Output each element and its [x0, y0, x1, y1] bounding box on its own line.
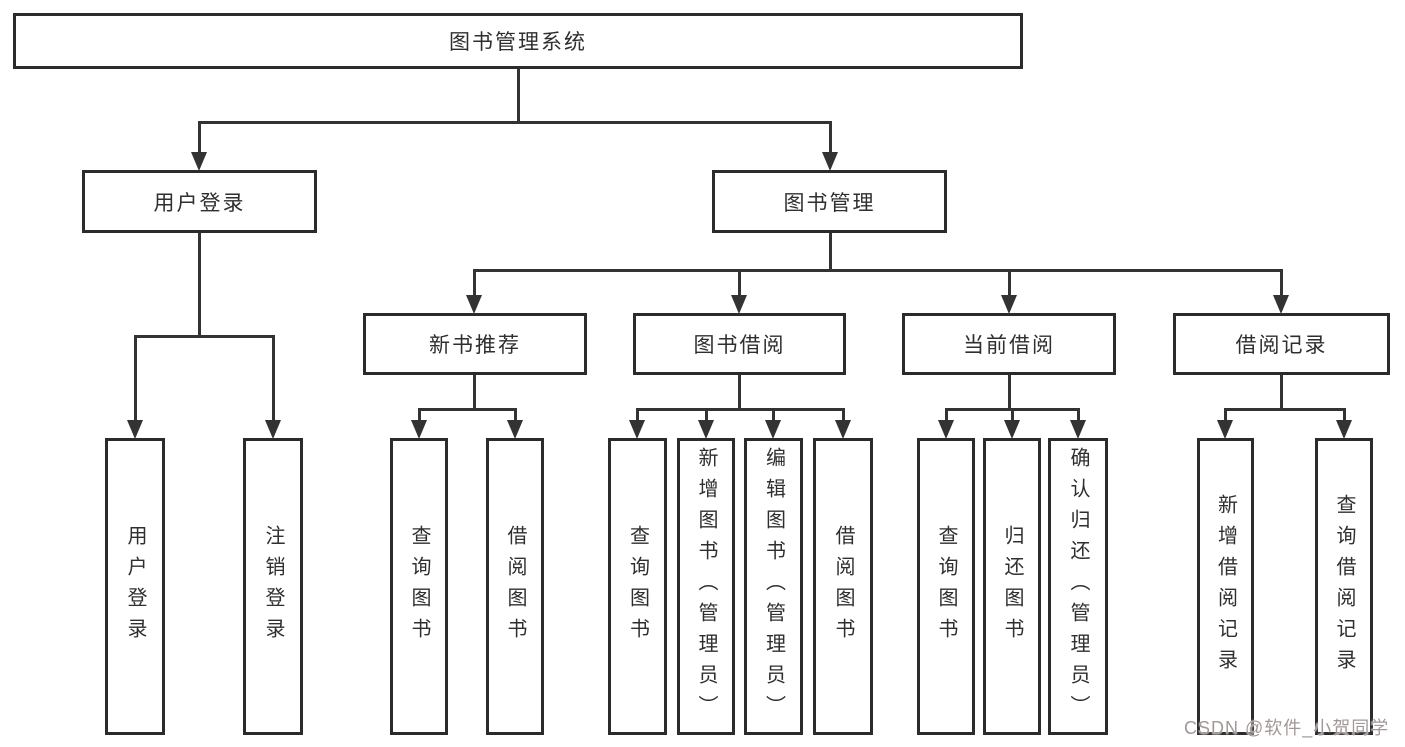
connector-current-stem: [1008, 375, 1011, 411]
leaf-query-book-borrow: 查询图书: [608, 438, 667, 735]
arrow-down-icon: [127, 420, 143, 439]
connector-borrow-drop-2: [705, 408, 708, 422]
connector-borrow-drop-1: [636, 408, 639, 422]
arrow-down-icon: [265, 420, 281, 439]
leaf-query-book-borrow-label: 查询图书: [626, 524, 649, 649]
connector-borrow-stem: [738, 375, 741, 411]
leaf-borrow-book: 借阅图书: [813, 438, 873, 735]
leaf-logout: 注销登录: [243, 438, 303, 735]
arrow-down-icon: [698, 420, 714, 439]
leaf-add-borrow-record-label: 新增借阅记录: [1214, 493, 1237, 680]
leaf-confirm-return-admin: 确认归还（管理员）: [1048, 438, 1108, 735]
arrow-down-icon: [1070, 420, 1086, 439]
arrow-down-icon: [466, 295, 482, 314]
connector-record-bar: [1224, 408, 1346, 411]
arrow-down-icon: [1273, 295, 1289, 314]
arrow-down-icon: [1001, 295, 1017, 314]
arrow-down-icon: [507, 420, 523, 439]
connector-record-drop-1: [1224, 408, 1227, 422]
leaf-edit-book-admin-label: 编辑图书（管理员）: [762, 447, 785, 726]
arrow-down-icon: [629, 420, 645, 439]
arrow-down-icon: [835, 420, 851, 439]
leaf-query-book-recommend: 查询图书: [390, 438, 448, 735]
node-book-borrow-label: 图书借阅: [693, 334, 786, 357]
connector-current-drop-2: [1011, 408, 1014, 422]
connector-bookmgmt-stem: [829, 233, 832, 271]
connector-bookmgmt-bar: [473, 269, 1282, 272]
leaf-borrow-book-label: 借阅图书: [832, 524, 854, 649]
connector-root-drop-right: [829, 121, 832, 153]
connector-current-drop-1: [945, 408, 948, 422]
connector-newbook-drop-1: [418, 408, 421, 422]
leaf-query-book-current: 查询图书: [917, 438, 975, 735]
connector-bookmgmt-drop-1: [473, 269, 476, 296]
connector-bookmgmt-drop-3: [1008, 269, 1011, 296]
csdn-watermark: CSDN @软件_小贺同学: [1184, 718, 1390, 738]
connector-userlogin-stem: [198, 233, 201, 337]
arrow-down-icon: [822, 152, 838, 171]
connector-newbook-drop-2: [514, 408, 517, 422]
connector-newbook-stem: [473, 375, 476, 411]
node-current-borrow: 当前借阅: [902, 313, 1116, 375]
leaf-query-book-current-label: 查询图书: [935, 524, 957, 649]
node-user-login: 用户登录: [82, 170, 317, 233]
leaf-query-book-recommend-label: 查询图书: [408, 524, 430, 649]
connector-record-drop-2: [1343, 408, 1346, 422]
connector-bookmgmt-drop-2: [738, 269, 741, 296]
leaf-user-login: 用户登录: [105, 438, 165, 735]
connector-userlogin-drop-2: [272, 335, 275, 421]
connector-userlogin-bar: [134, 335, 275, 338]
arrow-down-icon: [411, 420, 427, 439]
leaf-return-book-label: 归还图书: [1001, 524, 1023, 649]
leaf-add-borrow-record: 新增借阅记录: [1197, 438, 1254, 735]
leaf-borrow-book-recommend-label: 借阅图书: [504, 524, 526, 649]
node-borrow-record-label: 借阅记录: [1235, 334, 1328, 357]
leaf-return-book: 归还图书: [983, 438, 1041, 735]
node-new-book-recommend: 新书推荐: [363, 313, 587, 375]
node-book-management-label: 图书管理: [783, 191, 876, 215]
connector-current-drop-3: [1077, 408, 1080, 422]
connector-root-bar: [198, 121, 832, 124]
node-book-management: 图书管理: [712, 170, 947, 233]
node-root-label: 图书管理系统: [449, 31, 587, 54]
leaf-add-book-admin: 新增图书（管理员）: [677, 438, 735, 735]
arrow-down-icon: [1217, 420, 1233, 439]
leaf-query-borrow-record: 查询借阅记录: [1315, 438, 1373, 735]
node-user-login-label: 用户登录: [153, 191, 246, 215]
node-book-borrow: 图书借阅: [633, 313, 846, 375]
arrow-down-icon: [938, 420, 954, 439]
node-borrow-record: 借阅记录: [1173, 313, 1390, 375]
node-current-borrow-label: 当前借阅: [963, 334, 1055, 357]
leaf-edit-book-admin: 编辑图书（管理员）: [744, 438, 803, 735]
leaf-user-login-label: 用户登录: [124, 524, 146, 649]
arrow-down-icon: [731, 295, 747, 314]
arrow-down-icon: [765, 420, 781, 439]
connector-record-stem: [1280, 375, 1283, 411]
arrow-down-icon: [191, 152, 207, 171]
node-root: 图书管理系统: [13, 13, 1023, 69]
arrow-down-icon: [1004, 420, 1020, 439]
connector-bookmgmt-drop-4: [1280, 269, 1283, 296]
connector-userlogin-drop-1: [134, 335, 137, 421]
node-new-book-recommend-label: 新书推荐: [429, 334, 521, 357]
leaf-query-borrow-record-label: 查询借阅记录: [1333, 493, 1355, 680]
leaf-confirm-return-admin-label: 确认归还（管理员）: [1067, 447, 1089, 726]
connector-borrow-drop-3: [772, 408, 775, 422]
arrow-down-icon: [1336, 420, 1352, 439]
leaf-borrow-book-recommend: 借阅图书: [486, 438, 544, 735]
connector-root-drop-left: [198, 121, 201, 153]
connector-borrow-drop-4: [842, 408, 845, 422]
connector-borrow-bar: [636, 408, 845, 411]
leaf-logout-label: 注销登录: [262, 524, 284, 649]
leaf-add-book-admin-label: 新增图书（管理员）: [695, 447, 717, 726]
connector-newbook-bar: [418, 408, 517, 411]
connector-root-stem: [517, 69, 520, 122]
